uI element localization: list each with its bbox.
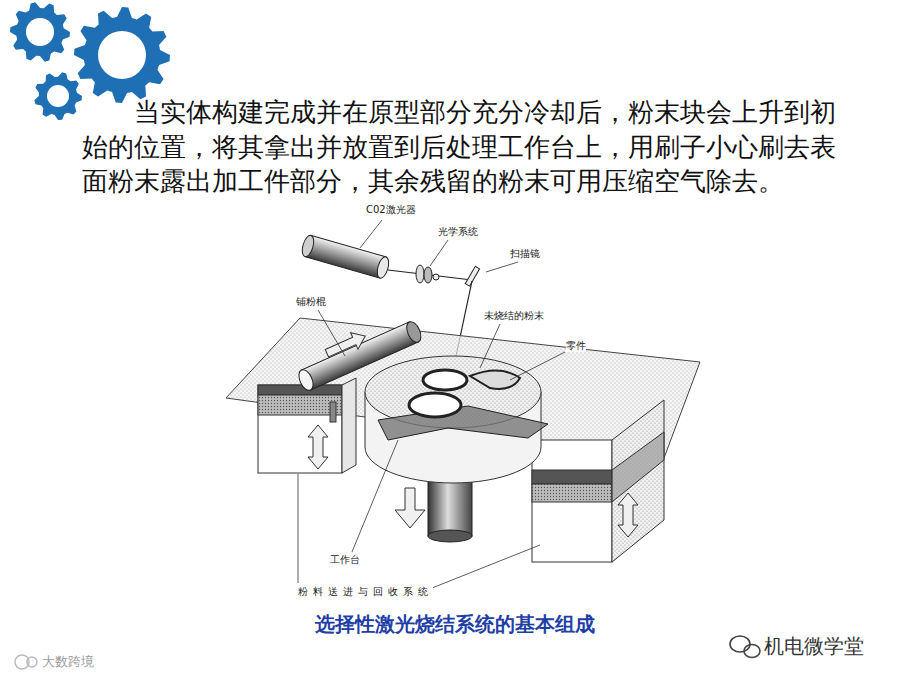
optical-system	[416, 265, 439, 283]
part-label: C02激光器	[366, 204, 416, 216]
part-label: 粉料送进与回收系统	[298, 586, 433, 598]
wechat-icon	[730, 636, 760, 658]
watermark-icon	[15, 655, 37, 669]
drawing-part	[433, 274, 439, 280]
drawing-part	[352, 440, 398, 552]
drawing-part	[486, 262, 518, 272]
drawing-part	[360, 220, 382, 248]
part-label: 光学系统	[438, 226, 478, 238]
drawing-part	[318, 310, 345, 356]
drawing-part	[296, 368, 316, 393]
drawing-part	[330, 402, 336, 422]
drawing-part	[409, 393, 461, 417]
watermark: 大数跨境	[42, 654, 94, 670]
scan-mirror	[465, 266, 479, 286]
drawing-part	[300, 234, 316, 258]
part-label: 扫描镜	[510, 248, 540, 260]
gear	[74, 7, 170, 103]
drawing-part	[430, 240, 448, 266]
part-label: 工作台	[330, 554, 360, 566]
drawing-part	[612, 432, 664, 502]
drawing-part	[305, 235, 386, 278]
drawing-part	[612, 400, 664, 562]
paragraph-text: 当实体构建完成并在原型部分充分冷却后，粉末块会上升到初始的位置，将其拿出并放置到…	[82, 95, 852, 199]
powder-feed-left	[258, 378, 356, 473]
drawing-part	[730, 636, 750, 652]
powder-recovery-right	[532, 400, 664, 562]
part-label: 铺粉棍	[296, 296, 326, 308]
drawing-part	[744, 645, 760, 658]
gear-hole	[47, 85, 69, 107]
gear-hole	[98, 31, 146, 79]
drawing-part	[532, 470, 612, 484]
drawing-part	[532, 484, 612, 502]
part-label: 零件	[566, 340, 586, 352]
drawing-part	[258, 385, 342, 395]
gear	[34, 72, 82, 120]
gear	[10, 2, 70, 61]
figure-caption: 选择性激光烧结系统的基本组成	[315, 612, 595, 636]
drawing-part	[258, 395, 342, 415]
build-chamber	[365, 356, 548, 542]
drawing-part	[378, 406, 548, 440]
drawing-part	[532, 440, 612, 562]
drawing-part	[432, 545, 540, 588]
drawing-part	[258, 385, 342, 473]
drawing-part	[27, 657, 37, 667]
co2-laser	[300, 234, 391, 279]
drawing-part	[342, 378, 356, 473]
gear-hole	[26, 18, 54, 46]
drawing-part	[510, 352, 565, 380]
watermark: 机电微学堂	[764, 634, 864, 658]
drawing-part	[428, 530, 472, 542]
drawing-part	[424, 267, 432, 283]
drawing-part	[423, 370, 467, 390]
drawing-part	[308, 425, 328, 469]
drawing-part	[375, 256, 391, 280]
drawing-part	[395, 488, 425, 528]
drawing-part	[416, 265, 424, 283]
drawing-part	[298, 474, 299, 583]
drawing-part	[470, 370, 520, 388]
drawing-part	[323, 328, 369, 362]
drawing-part	[618, 493, 638, 537]
drawing-part	[404, 320, 424, 345]
part-label: 未烧结的粉末	[484, 310, 544, 322]
leader-lines	[298, 220, 565, 588]
drawing-part	[480, 324, 500, 368]
